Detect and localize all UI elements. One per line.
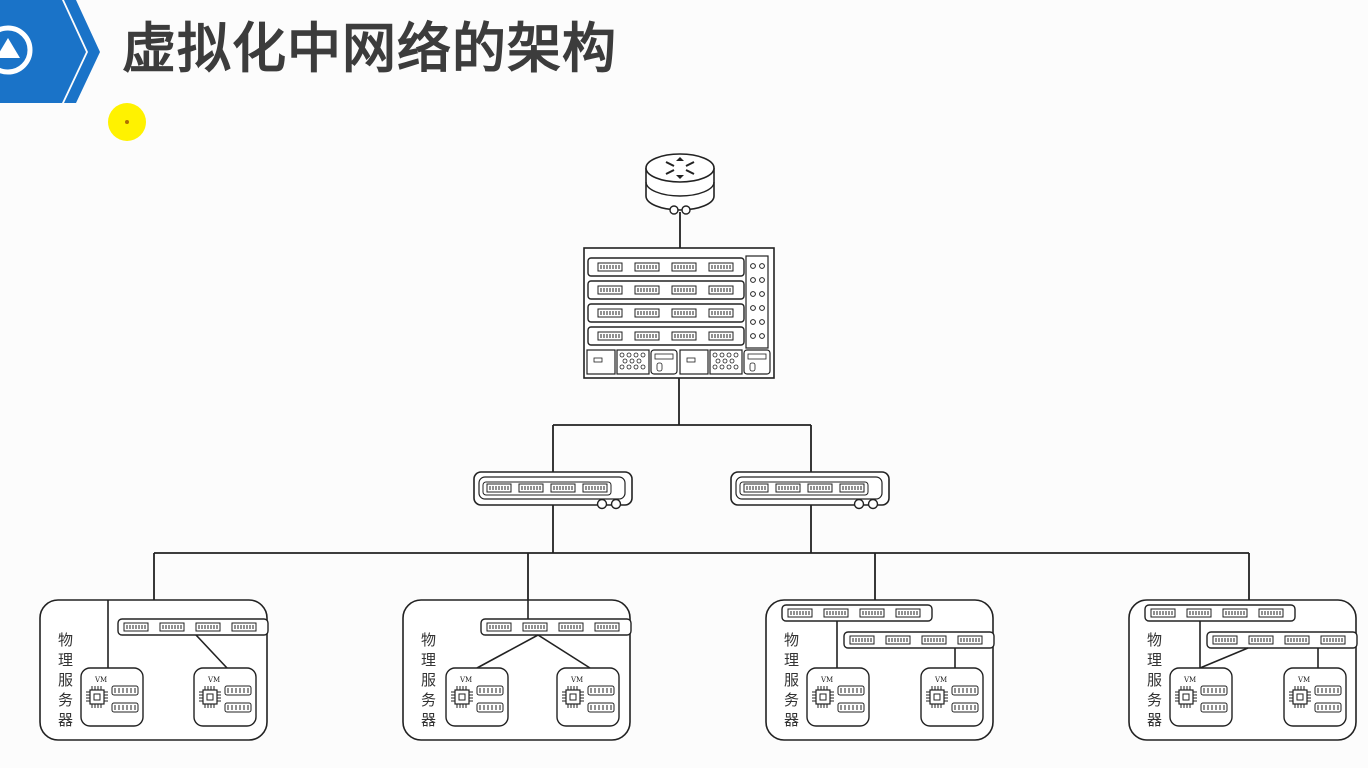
svg-text:物: 物: [784, 631, 799, 649]
vm-chip-icon: [1283, 667, 1347, 727]
server-label: 物 理 服 务 器: [784, 631, 799, 729]
router-icon: [645, 153, 715, 215]
vm-chip-icon: [920, 667, 984, 727]
slide-title: 虚拟化中网络的架构: [122, 17, 617, 80]
virtual-switch-icon: [844, 632, 994, 648]
header-banner: [0, 0, 100, 103]
svg-text:务: 务: [421, 691, 436, 709]
svg-text:器: 器: [421, 711, 436, 729]
svg-text:物: 物: [1147, 631, 1162, 649]
triangle-logo-icon: [0, 25, 33, 75]
virtual-switch-icon: [782, 605, 932, 621]
virtual-switch-icon: [481, 619, 631, 635]
svg-text:器: 器: [58, 711, 73, 729]
access-switch-icon: [473, 471, 633, 510]
core-switch-icon: [583, 247, 775, 379]
virtual-switch-icon: [1207, 632, 1357, 648]
physical-server: 物 理 服 务 器: [765, 599, 994, 741]
server-label: 物 理 服 务 器: [1147, 631, 1162, 729]
svg-text:物: 物: [421, 631, 436, 649]
physical-server: 物 理 服 务 器: [402, 599, 631, 741]
access-switch-icon: [730, 471, 890, 510]
vm-chip-icon: [806, 667, 870, 727]
svg-text:理: 理: [784, 651, 799, 669]
pointer-highlight: [108, 103, 146, 141]
svg-text:理: 理: [58, 651, 73, 669]
server-label: 物 理 服 务 器: [58, 631, 73, 729]
svg-text:器: 器: [1147, 711, 1162, 729]
connection-lines: [153, 212, 1250, 600]
vm-chip-icon: [80, 667, 144, 727]
svg-text:理: 理: [1147, 651, 1162, 669]
server-label: 物 理 服 务 器: [421, 631, 436, 729]
physical-server: 物 理 服 务 器: [1128, 599, 1357, 741]
svg-text:服: 服: [1147, 671, 1162, 689]
svg-text:务: 务: [1147, 691, 1162, 709]
vm-chip-icon: [445, 667, 509, 727]
svg-text:理: 理: [421, 651, 436, 669]
vm-chip-icon: [1169, 667, 1233, 727]
svg-text:务: 务: [58, 691, 73, 709]
svg-text:物: 物: [58, 631, 73, 649]
svg-text:器: 器: [784, 711, 799, 729]
svg-text:服: 服: [421, 671, 436, 689]
svg-text:服: 服: [58, 671, 73, 689]
virtual-switch-icon: [1145, 605, 1295, 621]
vm-chip-icon: [556, 667, 620, 727]
vm-chip-icon: [193, 667, 257, 727]
svg-text:务: 务: [784, 691, 799, 709]
physical-server: 物 理 服 务 器: [39, 599, 268, 741]
svg-text:服: 服: [784, 671, 799, 689]
virtual-switch-icon: [118, 619, 268, 635]
